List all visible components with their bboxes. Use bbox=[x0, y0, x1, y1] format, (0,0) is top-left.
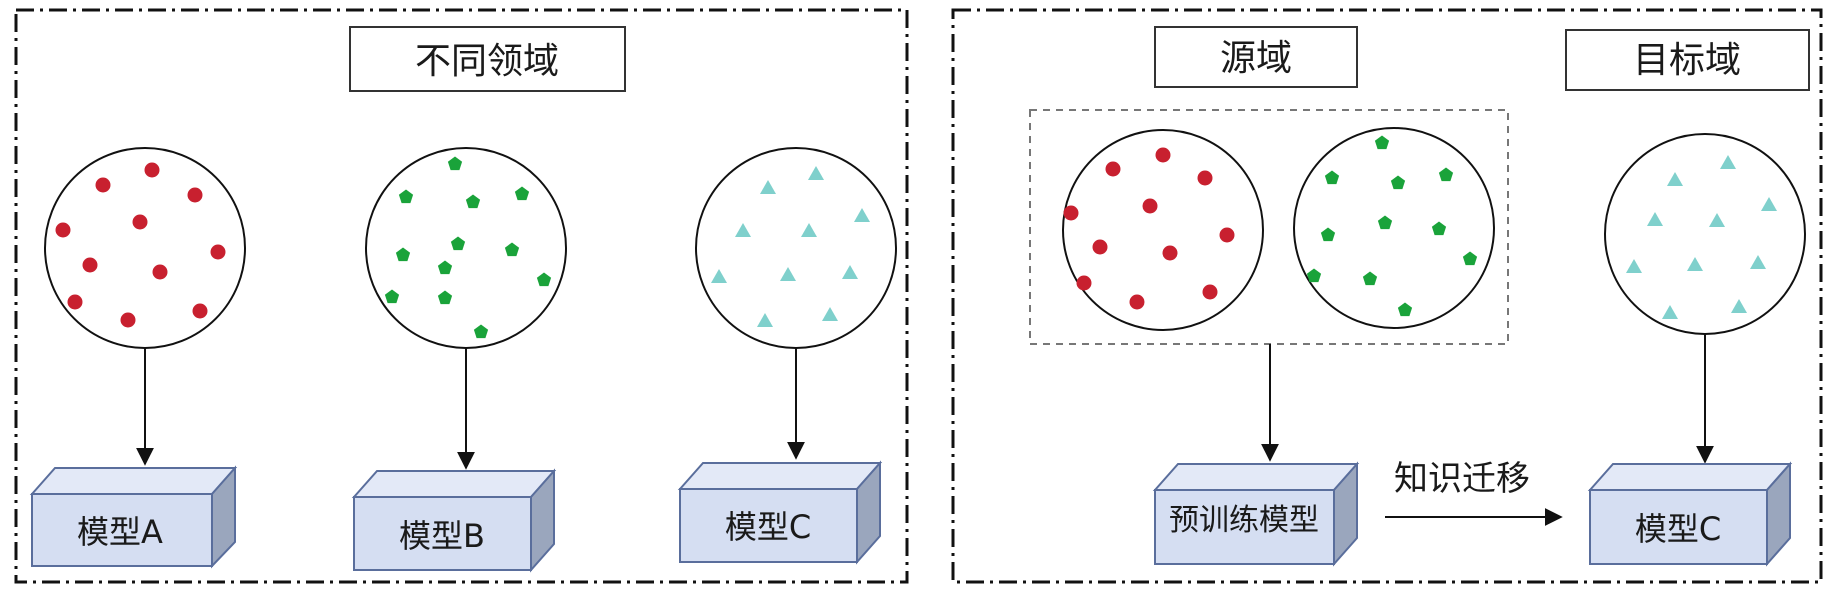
sample-pentagon bbox=[1324, 170, 1340, 185]
sample-triangle bbox=[822, 307, 838, 321]
sample-dot bbox=[187, 187, 203, 203]
target-model-label: 模型C bbox=[1635, 510, 1721, 548]
source-circle-red bbox=[1062, 129, 1264, 331]
model-b-label: 模型B bbox=[399, 517, 485, 555]
sample-pentagon bbox=[536, 272, 552, 287]
red-dot-points-a bbox=[55, 162, 226, 328]
sample-dot bbox=[67, 294, 83, 310]
sample-triangle bbox=[1709, 213, 1725, 227]
model-box-b: 模型B bbox=[351, 468, 557, 573]
sample-triangle bbox=[1662, 305, 1678, 319]
source-title-box: 源域 bbox=[1154, 26, 1358, 88]
sample-dot bbox=[192, 303, 208, 319]
sample-dot bbox=[132, 214, 148, 230]
sample-triangle bbox=[1647, 212, 1663, 226]
sample-triangle bbox=[757, 313, 773, 327]
sample-triangle bbox=[735, 223, 751, 237]
pretrained-model-label: 预训练模型 bbox=[1169, 503, 1319, 538]
sample-triangle bbox=[1731, 299, 1747, 313]
sample-dot bbox=[1155, 147, 1171, 163]
right-panel-border bbox=[951, 8, 1823, 584]
sample-dot bbox=[1162, 245, 1178, 261]
left-panel-border bbox=[14, 8, 909, 584]
sample-pentagon bbox=[1306, 268, 1322, 283]
sample-pentagon bbox=[384, 289, 400, 304]
sample-pentagon bbox=[437, 290, 453, 305]
sample-dot bbox=[144, 162, 160, 178]
sample-dot bbox=[1063, 205, 1079, 221]
sample-triangle bbox=[854, 208, 870, 222]
knowledge-transfer-label: 知识迁移 bbox=[1394, 459, 1530, 499]
model-a-label: 模型A bbox=[77, 513, 163, 551]
sample-pentagon bbox=[514, 186, 530, 201]
sample-pentagon bbox=[395, 247, 411, 262]
teal-triangle-points-c bbox=[711, 166, 870, 327]
sample-pentagon bbox=[1377, 215, 1393, 230]
sample-triangle bbox=[1687, 257, 1703, 271]
pretrained-model-box: 预训练模型 bbox=[1152, 461, 1360, 567]
green-pentagon-points-b bbox=[384, 156, 552, 339]
sample-pentagon bbox=[437, 260, 453, 275]
sample-pentagon bbox=[1462, 251, 1478, 266]
sample-triangle bbox=[1720, 155, 1736, 169]
sample-dot bbox=[55, 222, 71, 238]
sample-pentagon bbox=[398, 189, 414, 204]
green-pentagon-points-source bbox=[1306, 135, 1478, 317]
sample-pentagon bbox=[447, 156, 463, 171]
sample-triangle bbox=[1667, 172, 1683, 186]
sample-triangle bbox=[1750, 255, 1766, 269]
sample-pentagon bbox=[465, 194, 481, 209]
sample-pentagon bbox=[1397, 302, 1413, 317]
sample-dot bbox=[1092, 239, 1108, 255]
sample-dot bbox=[1219, 227, 1235, 243]
sample-dot bbox=[120, 312, 136, 328]
sample-dot bbox=[1202, 284, 1218, 300]
sample-triangle bbox=[808, 166, 824, 180]
teal-triangle-points-target bbox=[1626, 155, 1777, 319]
red-dot-points-source bbox=[1063, 147, 1235, 310]
sample-triangle bbox=[711, 269, 727, 283]
source-circle-green bbox=[1293, 127, 1495, 329]
sample-triangle bbox=[801, 223, 817, 237]
sample-dot bbox=[152, 264, 168, 280]
domain-circle-b bbox=[365, 147, 567, 349]
sample-pentagon bbox=[1431, 221, 1447, 236]
sample-dot bbox=[210, 244, 226, 260]
sample-triangle bbox=[760, 180, 776, 194]
sample-dot bbox=[1197, 170, 1213, 186]
sample-pentagon bbox=[1320, 227, 1336, 242]
sample-dot bbox=[1105, 161, 1121, 177]
source-domain-title: 源域 bbox=[1220, 38, 1292, 79]
sample-triangle bbox=[842, 265, 858, 279]
model-box-c-left: 模型C bbox=[677, 460, 883, 565]
sample-triangle bbox=[1626, 259, 1642, 273]
sample-dot bbox=[1076, 275, 1092, 291]
model-c-left-label: 模型C bbox=[725, 508, 811, 546]
target-model-box: 模型C bbox=[1587, 461, 1793, 567]
sample-triangle bbox=[780, 267, 796, 281]
domain-circle-c bbox=[695, 147, 897, 349]
sample-pentagon bbox=[1438, 167, 1454, 182]
sample-pentagon bbox=[450, 236, 466, 251]
target-domain-title: 目标域 bbox=[1633, 40, 1741, 81]
sample-pentagon bbox=[1374, 135, 1390, 150]
sample-pentagon bbox=[1390, 175, 1406, 190]
sample-dot bbox=[1142, 198, 1158, 214]
sample-pentagon bbox=[473, 324, 489, 339]
model-box-a: 模型A bbox=[29, 465, 238, 569]
sample-pentagon bbox=[1362, 271, 1378, 286]
sample-triangle bbox=[1761, 197, 1777, 211]
sample-dot bbox=[95, 177, 111, 193]
sample-dot bbox=[1129, 294, 1145, 310]
sample-pentagon bbox=[504, 242, 520, 257]
left-panel-title: 不同领域 bbox=[415, 41, 559, 82]
sample-dot bbox=[82, 257, 98, 273]
target-circle-teal bbox=[1604, 133, 1806, 335]
target-title-box: 目标域 bbox=[1565, 29, 1810, 91]
left-title-box: 不同领域 bbox=[349, 26, 626, 92]
